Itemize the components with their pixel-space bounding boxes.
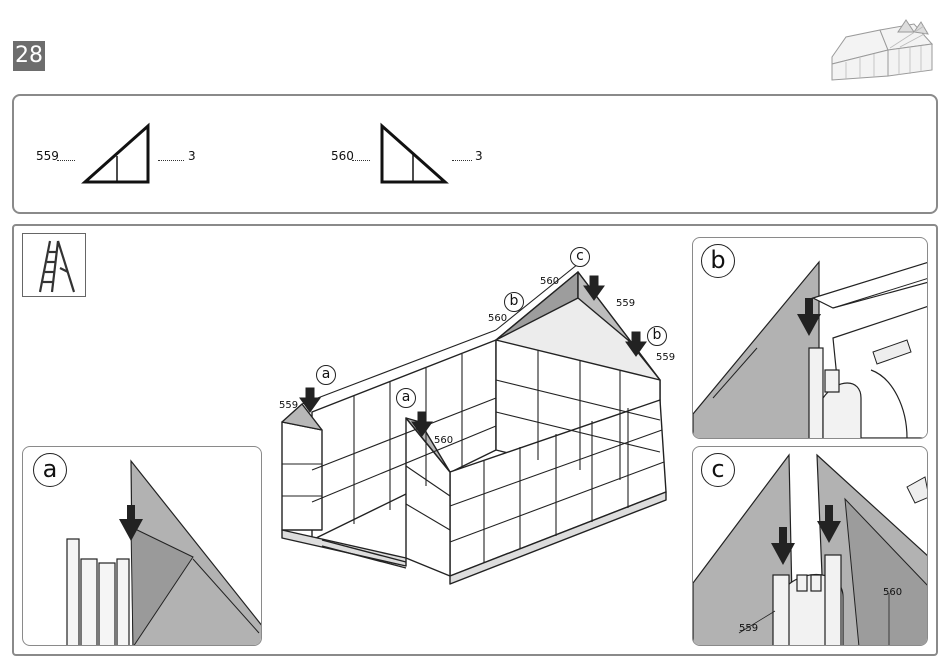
leader-line <box>452 160 472 161</box>
callout-b: b <box>504 292 524 312</box>
step-number: 28 <box>13 41 45 71</box>
greenhouse-assembly-illustration <box>270 240 690 580</box>
detail-inset-a: a <box>22 446 262 646</box>
label-559: 559 <box>279 400 298 411</box>
part-560-triangle-icon <box>379 123 449 187</box>
callout-c: c <box>570 247 590 267</box>
callout-a: a <box>396 388 416 408</box>
label-560: 560 <box>883 587 902 598</box>
callout-c-large: c <box>701 453 735 487</box>
label-559: 559 <box>616 298 635 309</box>
label-560: 560 <box>434 435 453 446</box>
callout-b-large: b <box>701 244 735 278</box>
part-qty-560: 3 <box>475 149 483 163</box>
label-560: 560 <box>540 276 559 287</box>
part-id-560: 560 <box>331 149 354 163</box>
part-559-triangle-icon <box>82 123 152 187</box>
greenhouse-thumbnail-icon <box>828 12 938 82</box>
leader-line <box>352 160 370 161</box>
label-559: 559 <box>656 352 675 363</box>
detail-inset-b: b <box>692 237 928 439</box>
detail-inset-c: c 559 560 <box>692 446 928 646</box>
label-559: 559 <box>739 623 758 634</box>
callout-a: a <box>316 365 336 385</box>
part-qty-559: 3 <box>188 149 196 163</box>
label-560: 560 <box>488 313 507 324</box>
leader-line <box>57 160 75 161</box>
callout-a-large: a <box>33 453 67 487</box>
part-id-559: 559 <box>36 149 59 163</box>
callout-b: b <box>647 326 667 346</box>
leader-line <box>158 160 184 161</box>
ladder-icon <box>30 238 80 294</box>
